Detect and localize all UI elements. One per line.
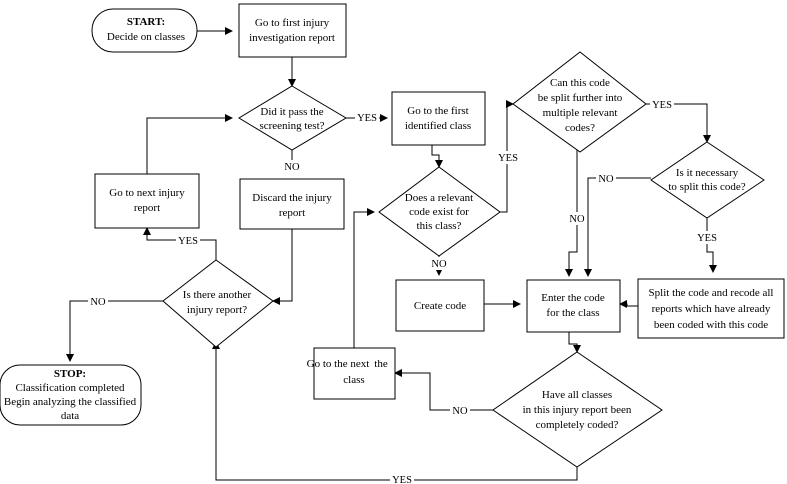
split-recode-line-2: reports which have already: [652, 303, 771, 315]
split-recode-line-3: been coded with this code: [654, 319, 768, 331]
first-report-box: Go to first injury investigation report: [238, 3, 347, 58]
next-report-box: Go to next injury report: [94, 173, 200, 229]
relevant-yes-label: YES: [498, 153, 518, 164]
next-report-line-1: Go to next injury: [109, 187, 185, 199]
create-code-label: Create code: [414, 300, 466, 312]
edge-all-coded-no: [394, 369, 493, 411]
relevant-line-2: code exist for: [409, 206, 469, 218]
start-title: START:: [127, 16, 165, 28]
edge-another-no: [66, 300, 163, 362]
another-report-decision: Is there another injury report?: [162, 259, 274, 348]
screening-line-1: Did it pass the: [260, 106, 323, 118]
another-yes-label: YES: [178, 236, 198, 247]
split-line-1: Can this code: [550, 77, 610, 89]
first-report-line-2: investigation report: [249, 32, 335, 44]
another-no-label: NO: [90, 297, 106, 308]
stop-terminal: STOP: Classification completed Begin ana…: [0, 364, 142, 426]
edge-first-class-to-relevant-code: [431, 145, 443, 168]
stop-line-3: data: [61, 410, 79, 422]
edge-next-class-to-relevant: [353, 208, 375, 348]
necessary-line-2: to split this code?: [668, 181, 745, 193]
split-recode-line-1: Split the code and recode all: [649, 287, 774, 299]
split-recode-box: Split the code and recode all reports wh…: [637, 278, 785, 339]
discard-line-1: Discard the injury: [252, 192, 332, 204]
first-class-line-2: identified class: [405, 120, 471, 132]
edge-labels: YES NO YES NO YES NO YES NO NO YES NO YE…: [88, 98, 719, 484]
first-class-line-1: Go to the first: [407, 105, 468, 117]
first-class-box: Go to the first identified class: [391, 91, 486, 146]
all-coded-decision: Have all classes in this injury report b…: [492, 351, 663, 468]
all-coded-line-2: in this injury report been: [523, 404, 632, 416]
split-line-2: be split further into: [538, 92, 623, 104]
necessary-decision: Is it necessary to split this code?: [650, 141, 765, 219]
another-line-1: Is there another: [183, 289, 252, 301]
start-line-1: Decide on classes: [107, 31, 185, 43]
all-coded-yes-label: YES: [392, 475, 412, 484]
edge-split-no: [565, 150, 578, 277]
split-no-label: NO: [569, 214, 585, 225]
next-report-line-2: report: [134, 202, 160, 214]
split-yes-label: YES: [652, 100, 672, 111]
all-coded-line-3: completely coded?: [536, 419, 619, 431]
screening-yes-label: YES: [357, 113, 377, 124]
discard-line-2: report: [279, 207, 305, 219]
enter-code-line-1: Enter the code: [541, 292, 605, 304]
edge-necessary-no: [584, 177, 651, 277]
create-code-box: Create code: [395, 279, 485, 332]
stop-line-2: Begin analyzing the classified: [4, 396, 137, 408]
edges: [66, 27, 717, 481]
all-coded-no-label: NO: [452, 406, 468, 417]
all-coded-line-1: Have all classes: [542, 389, 612, 401]
necessary-no-label: NO: [598, 174, 614, 185]
relevant-line-3: this class?: [417, 220, 462, 232]
relevant-code-decision: Does a relevant code exist for this clas…: [378, 166, 501, 257]
screening-line-2: screening test?: [259, 120, 324, 132]
next-class-line-3: class: [343, 374, 364, 386]
split-further-decision: Can this code be split further into mult…: [512, 51, 647, 153]
stop-line-1: Classification completed: [15, 382, 125, 394]
split-line-4: codes?: [565, 122, 595, 134]
next-class-line-1: Go to the next: [307, 358, 370, 370]
discard-box: Discard the injury report: [239, 178, 345, 230]
split-line-3: multiple relevant: [543, 107, 618, 119]
stop-title: STOP:: [54, 368, 86, 380]
edge-next-report-to-screening: [146, 114, 233, 174]
screening-decision: Did it pass the screening test?: [238, 85, 347, 151]
start-terminal: START: Decide on classes: [91, 8, 198, 53]
relevant-line-1: Does a relevant: [405, 192, 473, 204]
next-class-box: Go to the next the class: [307, 347, 396, 400]
edge-enter-to-all-coded: [568, 332, 581, 353]
first-report-line-1: Go to first injury: [255, 17, 330, 29]
next-class-line-2: the: [374, 358, 388, 370]
relevant-no-label: NO: [431, 259, 447, 270]
necessary-line-1: Is it necessary: [676, 167, 739, 179]
edge-necessary-yes: [706, 218, 717, 273]
edge-split-recode-to-enter: [619, 300, 638, 308]
screening-no-label: NO: [284, 162, 300, 173]
another-line-2: injury report?: [187, 304, 247, 316]
enter-code-box: Enter the code for the class: [526, 279, 621, 333]
edge-discard-to-another: [272, 229, 293, 305]
enter-code-line-2: for the class: [546, 307, 599, 319]
necessary-yes-label: YES: [697, 233, 717, 244]
